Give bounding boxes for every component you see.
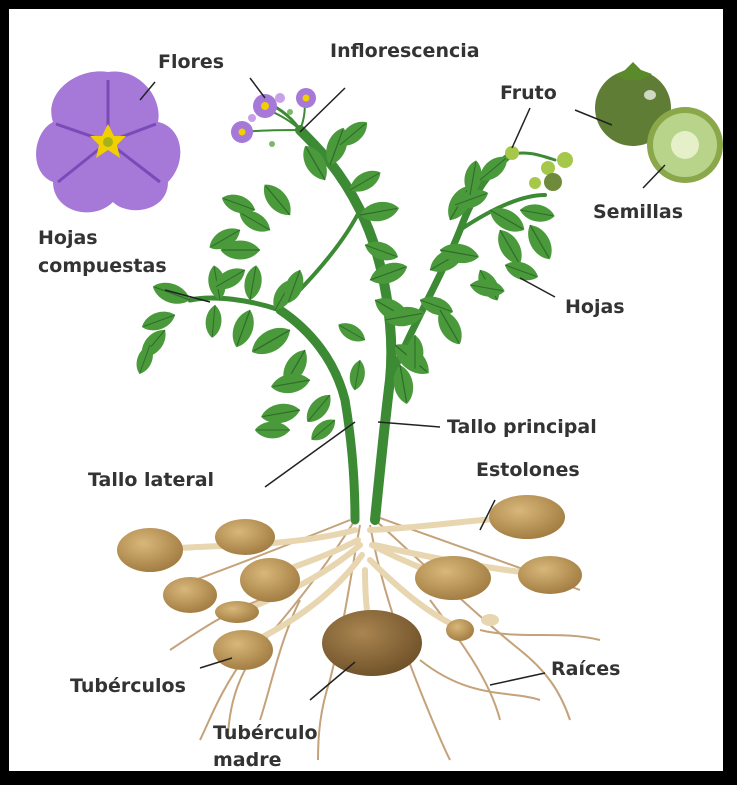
label-tallo-lateral: Tallo lateral bbox=[88, 469, 214, 491]
label-hojas: Hojas bbox=[565, 296, 625, 318]
label-tallo-principal: Tallo principal bbox=[447, 416, 597, 438]
label-fruto: Fruto bbox=[500, 82, 557, 104]
tuber bbox=[215, 601, 259, 623]
label-raices: Raíces bbox=[551, 658, 620, 680]
mother-tuber bbox=[322, 610, 422, 676]
label-tuberculos: Tubérculos bbox=[70, 675, 186, 697]
label-estolones: Estolones bbox=[476, 459, 580, 481]
label-tuberculo-madre-line1: Tubérculo bbox=[213, 722, 318, 744]
tuber bbox=[163, 577, 217, 613]
tuber bbox=[489, 495, 565, 539]
label-hojas-compuestas-line2: compuestas bbox=[38, 255, 167, 277]
label-tuberculo-madre-line2: madre bbox=[213, 749, 281, 771]
tuber bbox=[415, 556, 491, 600]
label-inflorescencia: Inflorescencia bbox=[330, 40, 480, 62]
label-semillas: Semillas bbox=[593, 201, 683, 223]
tuber bbox=[215, 519, 275, 555]
fruit-illustration bbox=[595, 62, 723, 183]
tuber bbox=[240, 558, 300, 602]
label-hojas-compuestas-line1: Hojas bbox=[38, 227, 98, 249]
tuber bbox=[446, 619, 474, 641]
tuber bbox=[481, 614, 499, 626]
label-flores: Flores bbox=[158, 51, 224, 73]
tuber bbox=[117, 528, 183, 572]
tuber bbox=[518, 556, 582, 594]
flower-illustration bbox=[36, 71, 180, 212]
tuber bbox=[213, 630, 273, 670]
fruits-on-plant bbox=[505, 146, 573, 191]
